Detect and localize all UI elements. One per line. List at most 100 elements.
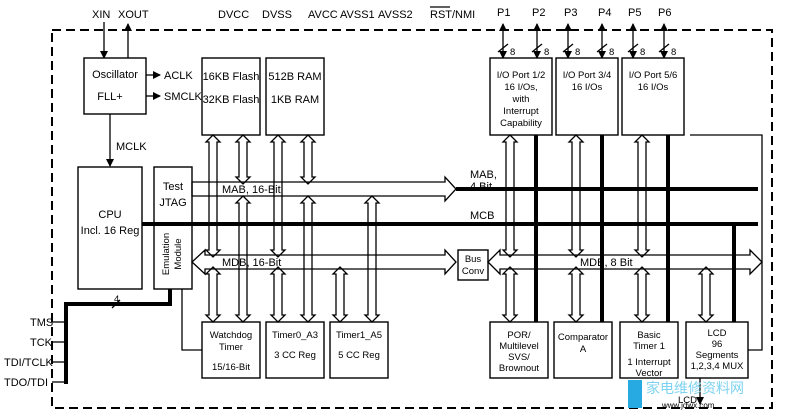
watermark-logo-icon	[628, 380, 642, 408]
p6-label: P6	[658, 7, 671, 19]
lcd-output-label: LCD	[678, 395, 697, 406]
watermark: 家电维修资料网 www.jdwx.com	[628, 380, 744, 410]
io12-l4: Interrupt	[503, 106, 539, 117]
por-l4: Brownout	[499, 363, 539, 374]
timer0-l2: 3 CC Reg	[274, 350, 316, 361]
timer1-l2: 5 CC Reg	[338, 350, 380, 361]
basic-timer-block	[619, 321, 679, 379]
timer0-l1: Timer0_A3	[272, 330, 318, 341]
io34-l1: I/O Port 3/4	[563, 70, 612, 81]
p3-label: P3	[564, 7, 577, 19]
io-port-12-block	[489, 57, 553, 136]
chip-boundary	[51, 29, 773, 409]
watchdog-l1: Watchdog	[210, 330, 252, 341]
io12-l5: Capability	[500, 118, 542, 129]
jtag-bus	[64, 289, 172, 384]
basictimer-l1: Basic	[637, 330, 660, 341]
flash-block	[201, 57, 261, 136]
por-l2: Multilevel	[499, 341, 539, 352]
por-l1: POR/	[507, 330, 531, 341]
io12-l1: I/O Port 1/2	[497, 70, 546, 81]
mab-16-label: MAB, 16-Bit	[222, 184, 281, 196]
test-label: Test	[163, 181, 183, 193]
tck-label: TCK	[30, 337, 53, 349]
lcd-feedback-line	[690, 134, 763, 351]
comparator-l1: Comparator	[558, 332, 608, 343]
io-port-56-block	[621, 57, 685, 136]
svg-text:Module: Module	[173, 238, 184, 269]
bus-conv-block	[457, 249, 489, 281]
aclk-label: ACLK	[164, 70, 193, 82]
mclk-label: MCLK	[116, 141, 147, 153]
lcd-l1: LCD	[707, 328, 726, 339]
timer1-block	[329, 321, 389, 379]
oscillator-title: Oscillator	[92, 69, 138, 81]
io-port-34-block	[555, 57, 619, 136]
busconv-l1: Bus	[465, 254, 482, 265]
p3-width: 8	[575, 47, 580, 58]
lcd-l3: Segments	[696, 350, 739, 361]
tdi-tclk-label: TDI/TCLK	[4, 357, 54, 369]
oscillator-block	[83, 57, 147, 115]
io56-l1: I/O Port 5/6	[629, 70, 678, 81]
watchdog-l3: 15/16-Bit	[212, 362, 250, 373]
emulation-to-watchdog-line	[181, 289, 202, 351]
avss2-label: AVSS2	[378, 9, 413, 21]
p4-label: P4	[598, 7, 611, 19]
mdb-16-label: MDB, 16-Bit	[222, 257, 281, 269]
ram-line2: 1KB RAM	[271, 94, 319, 106]
watchdog-l2: Timer	[219, 342, 243, 353]
timer0-block	[265, 321, 325, 379]
ram-line1: 512B RAM	[268, 71, 321, 83]
emulation-module-label: Emulation Module	[161, 233, 184, 275]
avss1-label: AVSS1	[340, 9, 375, 21]
xin-label: XIN	[92, 9, 110, 21]
comparator-block	[553, 321, 613, 379]
peripheral-bus-connectors	[204, 195, 736, 323]
test-jtag-block	[153, 166, 193, 290]
lcd-l4: 1,2,3,4 MUX	[691, 361, 744, 372]
por-l3: SVS/	[508, 352, 530, 363]
mab-4-l1: MAB,	[470, 169, 497, 181]
flash-line1: 16KB Flash	[203, 71, 260, 83]
svg-text:Emulation: Emulation	[161, 233, 172, 275]
busconv-l2: Conv	[462, 266, 484, 277]
tms-label: TMS	[30, 317, 53, 329]
jtag-label: JTAG	[159, 197, 186, 209]
mdb-8-label: MDB, 8 Bit	[580, 257, 633, 269]
mab-16-bus	[191, 175, 457, 203]
p1-width: 8	[510, 47, 515, 58]
io12-l3: with	[512, 94, 530, 105]
svg-text:www.jdwx.com: www.jdwx.com	[661, 401, 715, 410]
p5-label: P5	[628, 7, 641, 19]
rst-nmi-label: RST/NMI	[430, 9, 475, 21]
lcd-driver-block	[685, 321, 749, 379]
io12-l2: 16 I/Os,	[504, 82, 537, 93]
oscillator-sub: FLL+	[97, 91, 122, 103]
memory-bus-connectors	[204, 134, 317, 258]
basictimer-l2: Timer 1	[633, 341, 665, 352]
flash-line2: 32KB Flash	[203, 94, 260, 106]
p2-label: P2	[532, 7, 545, 19]
ram-block	[265, 57, 325, 136]
io34-l2: 16 I/Os	[572, 82, 603, 93]
p5-width: 8	[640, 47, 645, 58]
por-svs-block	[489, 321, 549, 379]
tdo-tdi-label: TDO/TDI	[4, 377, 48, 389]
p4-width: 8	[609, 47, 614, 58]
cpu-block	[77, 166, 143, 290]
comparator-l2: A	[580, 344, 587, 355]
svg-text:家电维修资料网: 家电维修资料网	[646, 380, 744, 397]
jtag-width: 4	[114, 294, 119, 305]
cpu-title: CPU	[98, 209, 121, 221]
port-bus-connectors	[501, 134, 670, 258]
io56-l2: 16 I/Os	[638, 82, 669, 93]
p2-width: 8	[544, 47, 549, 58]
dvss-label: DVSS	[262, 9, 292, 21]
p1-label: P1	[497, 7, 510, 19]
cpu-sub: Incl. 16 Reg	[81, 225, 140, 237]
jtag-slash	[111, 299, 121, 309]
lcd-l2: 96	[712, 339, 723, 350]
xout-label: XOUT	[118, 9, 149, 21]
